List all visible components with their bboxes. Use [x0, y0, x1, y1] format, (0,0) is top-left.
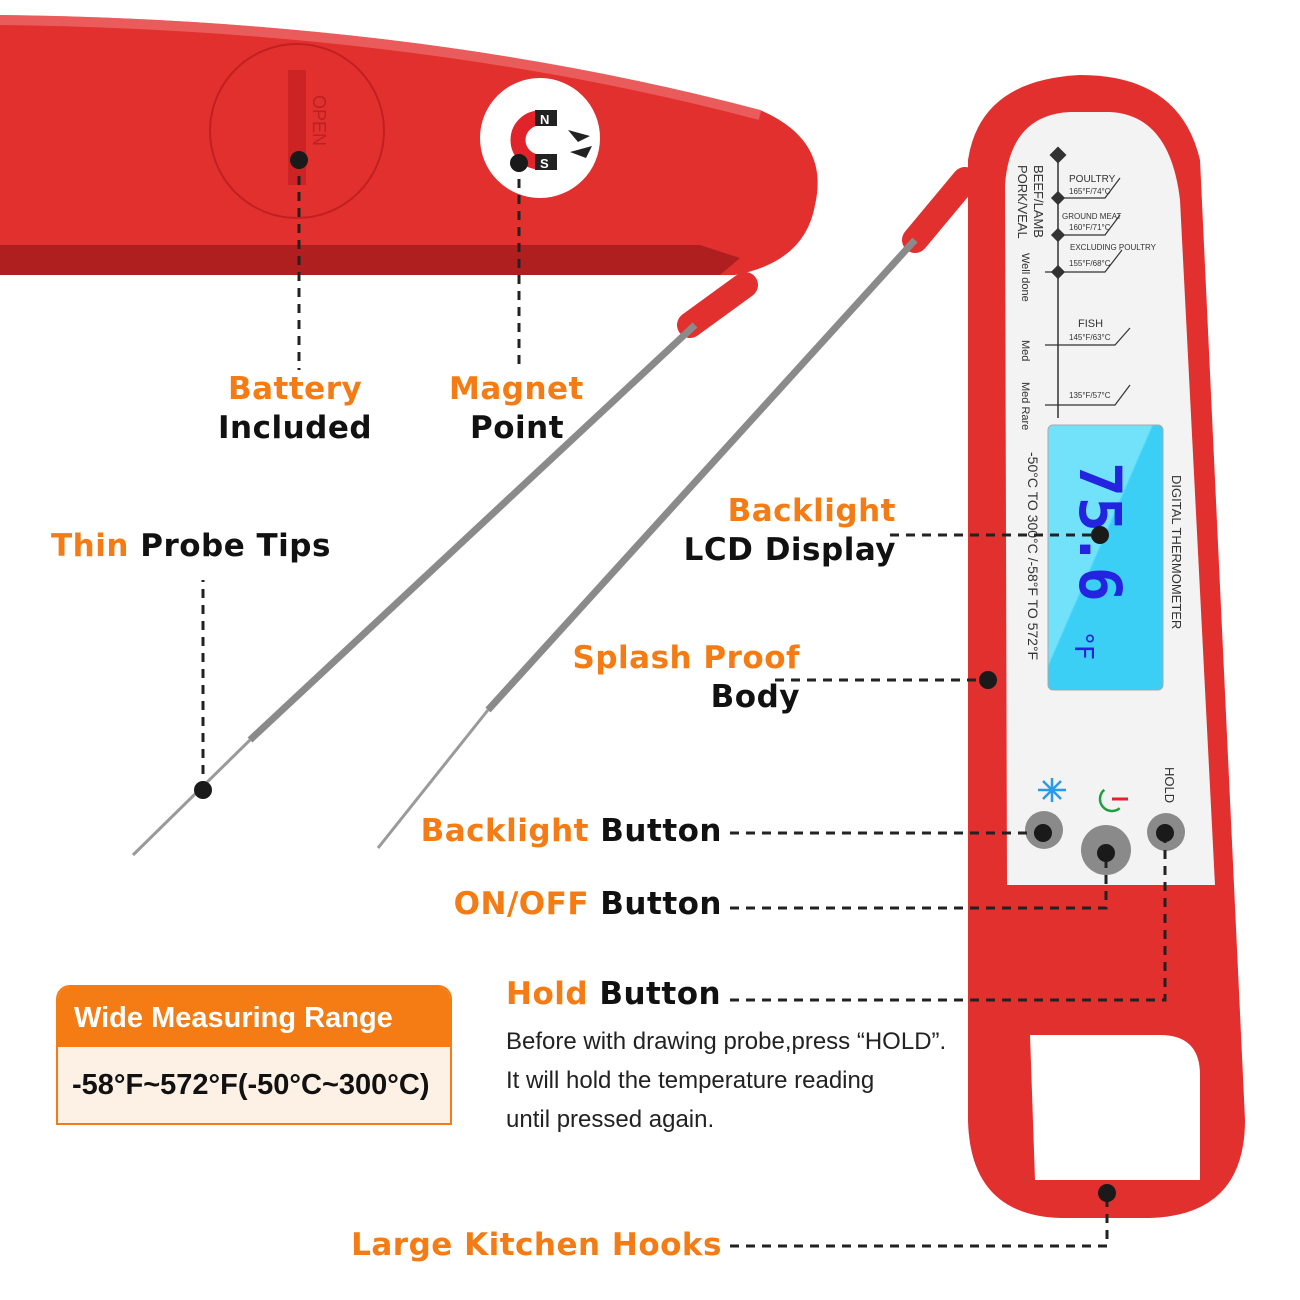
range-text: -50°C TO 300°C /-58°F TO 572°F: [1025, 452, 1041, 660]
temp-value: 135°F/57°C: [1069, 391, 1111, 400]
doneness-pork: PORK/VEAL: [1015, 165, 1030, 239]
callout-leaders: [201, 160, 1167, 1248]
hold-description-line: until pressed again.: [506, 1106, 715, 1133]
range-value: -58°F~572°F(-50°C~300°C): [58, 1047, 450, 1123]
magnet-pole-n: N: [540, 112, 549, 127]
temp-name: GROUND MEAT: [1062, 212, 1122, 221]
probe-callout: Thin Probe Tips: [51, 528, 331, 564]
hold-description-line: It will hold the temperature reading: [506, 1067, 875, 1094]
hold-button-callout: Hold Button: [506, 976, 722, 1012]
temp-value: 145°F/63°C: [1069, 333, 1111, 342]
battery-callout-subtitle: Included: [218, 410, 373, 446]
doneness-med: Med: [1019, 340, 1031, 361]
brand-text: DIGITAL THERMOMETER: [1169, 475, 1184, 629]
magnet-callout-subtitle: Point: [470, 410, 565, 446]
doneness-well-done: Well done: [1019, 253, 1031, 302]
thermometer-body: BEEF/LAMB PORK/VEAL Well done Med Med Ra…: [968, 75, 1245, 1218]
doneness-med-rare: Med Rare: [1019, 382, 1031, 430]
probe-right: [376, 167, 978, 849]
backlight-icon: [1038, 778, 1066, 802]
temp-value: 165°F/74°C: [1069, 187, 1111, 196]
splash-callout-subtitle: Body: [710, 679, 800, 715]
hook-callout: Large Kitchen Hooks: [351, 1227, 722, 1263]
lcd-display: [1047, 424, 1164, 691]
temp-name: EXCLUDING POULTRY: [1070, 243, 1157, 252]
lcd-callout-title: Backlight: [727, 493, 896, 529]
temp-name: FISH: [1078, 318, 1103, 330]
measuring-range-box: Wide Measuring Range -58°F~572°F(-50°C~3…: [56, 985, 452, 1125]
backlight-button-callout: Backlight Button: [420, 813, 722, 849]
kitchen-hook-hole: [1030, 1035, 1200, 1180]
hold-description: Before with drawing probe,press “HOLD”. …: [506, 1022, 946, 1139]
lcd-unit: °F: [1068, 632, 1098, 660]
temp-value: 155°F/68°C: [1069, 259, 1111, 268]
callout-dots: [194, 151, 1174, 1202]
range-title: Wide Measuring Range: [58, 987, 450, 1047]
magnet-callout-title: Magnet: [449, 371, 584, 407]
magnet-pole-s: S: [540, 156, 549, 171]
power-icon: [1098, 788, 1128, 813]
onoff-button-callout: ON/OFF Button: [453, 886, 722, 922]
battery-cover: [209, 43, 385, 219]
doneness-beef: BEEF/LAMB: [1031, 165, 1046, 238]
lcd-callout-subtitle: LCD Display: [683, 532, 896, 568]
battery-open-text: OPEN: [309, 95, 329, 146]
magnet-icon: N S: [480, 78, 600, 198]
temp-name: POULTRY: [1069, 174, 1116, 185]
probe-left: [131, 272, 758, 857]
battery-callout-title: Battery: [228, 371, 363, 407]
hold-label: HOLD: [1162, 767, 1177, 803]
folded-handle: OPEN N S: [0, 15, 818, 275]
splash-callout-title: Splash Proof: [572, 640, 800, 676]
temp-value: 160°F/71°C: [1069, 223, 1111, 232]
hold-description-line: Before with drawing probe,press “HOLD”.: [506, 1028, 947, 1055]
